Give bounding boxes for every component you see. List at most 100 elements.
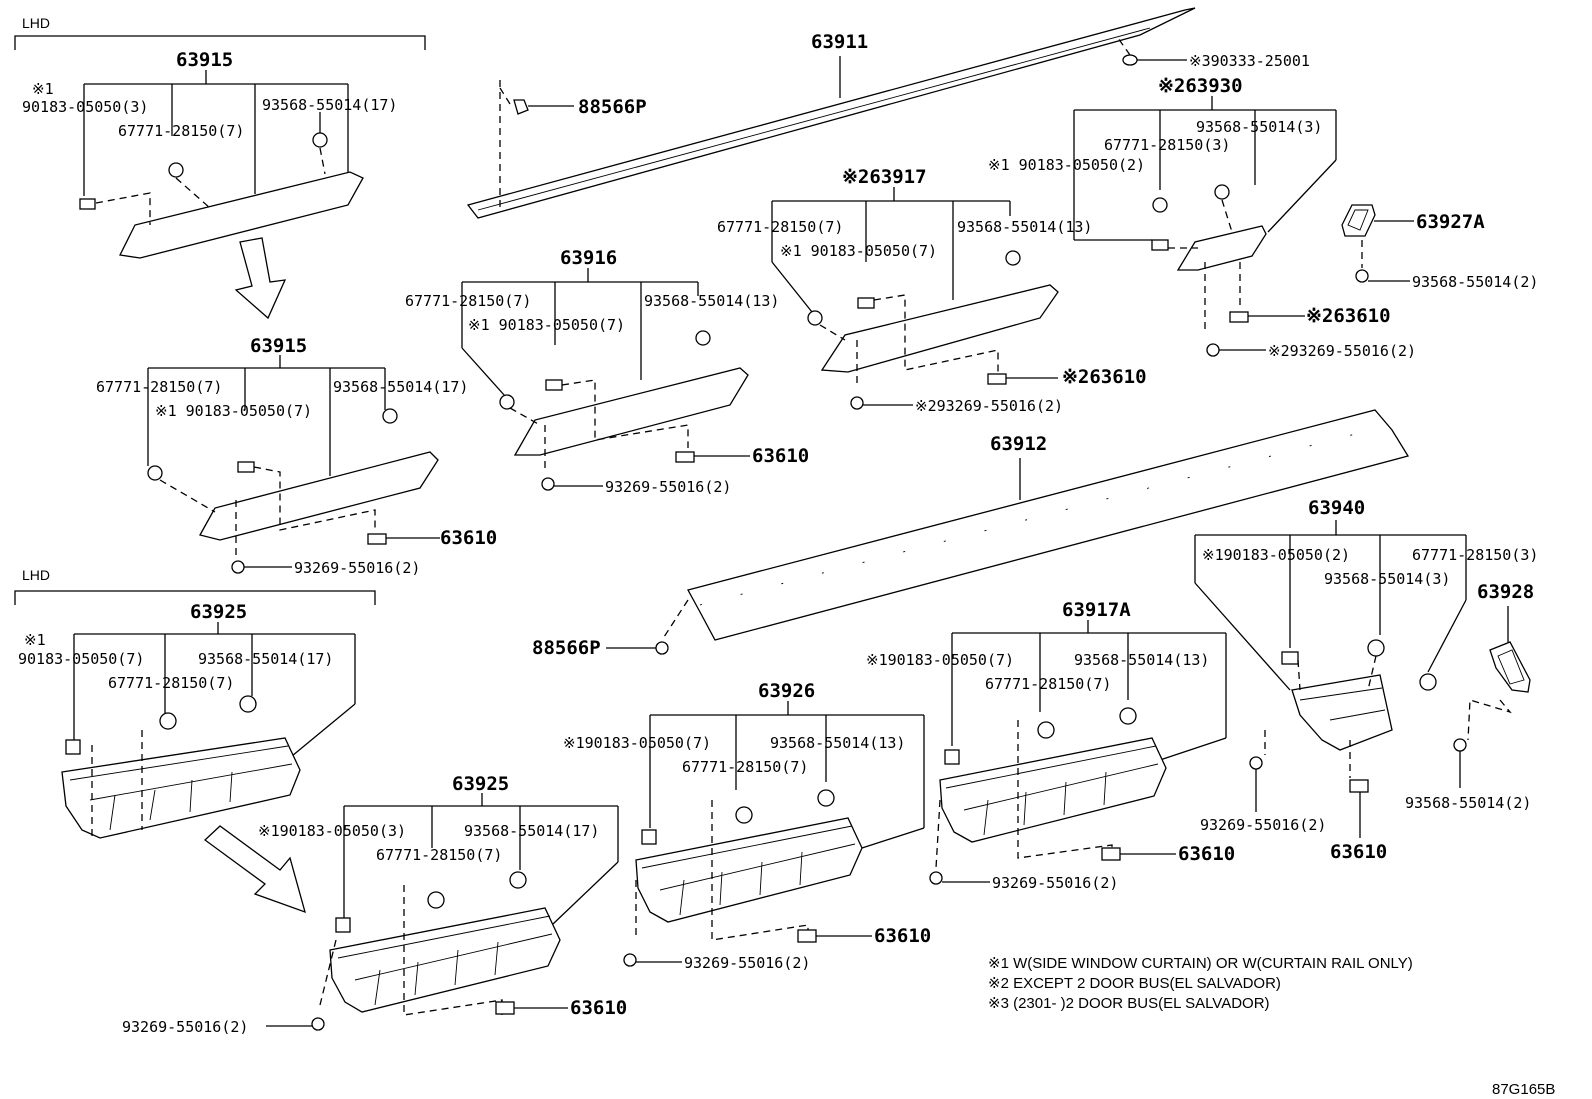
- clip-390333: [1122, 54, 1138, 66]
- assembly-63917: ※263917 67771-28150(7) ※1 90183-05050(7)…: [717, 166, 1147, 415]
- part-90183-lower: 90183-05050(7): [18, 650, 144, 668]
- screw-93568-63916: [695, 330, 711, 346]
- part-88566p-a: 88566P: [578, 96, 647, 118]
- part-93568-63927a: 93568-55014(2): [1412, 273, 1538, 291]
- assembly-63930: ※263930 67771-28150(3) ※1 90183-05050(2)…: [988, 75, 1416, 360]
- part-67771-63917a: 67771-28150(7): [985, 675, 1111, 693]
- clip-67771-b: [427, 891, 445, 909]
- figure-code: 87G165B: [1492, 1081, 1555, 1098]
- screw-93568-lower: [239, 695, 257, 713]
- part-63610-b: 63610: [570, 997, 627, 1019]
- part-90183-63930: ※1 90183-05050(2): [988, 156, 1145, 174]
- screw-93568-63917a: [1119, 707, 1137, 725]
- part-93568-63928: 93568-55014(2): [1405, 794, 1531, 812]
- part-93568-63926: 93568-55014(13): [770, 734, 905, 752]
- rail-63911: [466, 7, 1196, 219]
- mark-1-lower: ※1: [24, 631, 46, 649]
- clip-90183-top: [79, 198, 96, 210]
- lhd-group-bottom: LHD: [14, 567, 376, 605]
- screw-93568-63917: [1005, 250, 1021, 266]
- lhd-label-bottom: LHD: [22, 567, 50, 583]
- part-63610-63926: 63610: [874, 925, 931, 947]
- bracket-63925-b: [329, 907, 561, 1013]
- part-93568-63917a: 93568-55014(13): [1074, 651, 1209, 669]
- clip-63610-63930: [1229, 311, 1249, 323]
- clip-67771-63917: [807, 310, 823, 326]
- clip-90183-63940: [1281, 651, 1299, 665]
- screw-93568-mid: [382, 408, 398, 424]
- part-93269-b: 93269-55016(2): [122, 1018, 248, 1036]
- part-63927a: 63927A: [1416, 211, 1485, 233]
- bracket-63917a: [939, 737, 1167, 843]
- assembly-63926: 63926 ※190183-05050(7) 67771-28150(7) 93…: [563, 680, 931, 972]
- part-93568-mid: 93568-55014(17): [333, 378, 468, 396]
- part-93269-63926: 93269-55016(2): [684, 954, 810, 972]
- assembly-63916: 63916 67771-28150(7) ※1 90183-05050(7) 9…: [405, 247, 809, 496]
- part-90183-63917: ※1 90183-05050(7): [780, 242, 937, 260]
- clip-63610-63917a: [1101, 847, 1121, 861]
- screw-93568-b: [509, 871, 527, 889]
- lhd-label-top: LHD: [22, 15, 50, 31]
- part-93269-63940: 93269-55016(2): [1200, 816, 1326, 834]
- screw-93269-b: [311, 1017, 325, 1031]
- clip-90183-lower: [65, 739, 81, 755]
- part-63610-63917: ※263610: [1062, 366, 1147, 388]
- part-63940-title: 63940: [1308, 497, 1365, 519]
- clip-90183-63916: [545, 379, 563, 391]
- clip-90183-mid: [237, 461, 255, 473]
- part-93568-top: 93568-55014(17): [262, 96, 397, 114]
- clip-90183-63917a: [944, 749, 960, 765]
- part-93568-b: 93568-55014(17): [464, 822, 599, 840]
- assembly-63917a: 63917A ※190183-05050(7) 67771-28150(7) 9…: [866, 599, 1235, 892]
- cap-63928: [1489, 641, 1531, 693]
- clip-67771-63930: [1152, 197, 1168, 213]
- screw-93269-63917a: [929, 871, 943, 885]
- clip-67771-63940: [1419, 673, 1437, 691]
- clip-63610-mid: [367, 533, 387, 545]
- part-390333: ※390333-25001: [1189, 52, 1310, 70]
- screw-63928: [1453, 738, 1467, 752]
- note-3: ※3 (2301- )2 DOOR BUS(EL SALVADOR): [988, 995, 1270, 1012]
- part-63925-b-title: 63925: [452, 773, 509, 795]
- assembly-63928: 63928 93568-55014(2): [1405, 581, 1534, 812]
- part-63930-title: ※263930: [1158, 75, 1243, 97]
- clip-88566p-b: [655, 641, 669, 655]
- screw-93269-63926: [623, 953, 637, 967]
- part-93269-63917: ※293269-55016(2): [915, 397, 1063, 415]
- clip-63610-63917: [987, 373, 1007, 385]
- assembly-63912: 63912 88566P: [532, 409, 1410, 659]
- clip-67771-63917a: [1037, 721, 1055, 739]
- moulding-63915-mid: [199, 451, 439, 541]
- part-63928-title: 63928: [1477, 581, 1534, 603]
- screw-93269-mid: [231, 560, 245, 574]
- part-63610-63930: ※263610: [1306, 305, 1391, 327]
- part-93568-lower: 93568-55014(17): [198, 650, 333, 668]
- screw-93269-63940: [1249, 756, 1263, 770]
- assembly-63925-lower-b: 63925 ※190183-05050(3) 67771-28150(7) 93…: [122, 773, 627, 1036]
- part-90183-63917a: ※190183-05050(7): [866, 651, 1014, 669]
- panel-63912: [687, 409, 1410, 641]
- part-93269-63930: ※293269-55016(2): [1268, 342, 1416, 360]
- part-90183-63926: ※190183-05050(7): [563, 734, 711, 752]
- assembly-63915-mid: 63915 67771-28150(7) ※1 90183-05050(7) 9…: [96, 335, 497, 577]
- screw-93568-63940: [1367, 639, 1385, 657]
- clip-67771-lower: [159, 712, 177, 730]
- assembly-63940: 63940 ※190183-05050(2) 67771-28150(3) 93…: [1194, 497, 1538, 863]
- moulding-63930: [1176, 225, 1267, 271]
- assembly-63915-top: 63915 ※1 90183-05050(3) 67771-28150(7) 9…: [22, 49, 397, 259]
- part-90183-mid: ※1 90183-05050(7): [155, 402, 312, 420]
- screw-93568-63926: [817, 789, 835, 807]
- part-63610-mid: 63610: [440, 527, 497, 549]
- part-93568-63917: 93568-55014(13): [957, 218, 1092, 236]
- clip-90183-63930: [1151, 239, 1169, 251]
- part-67771-63926: 67771-28150(7): [682, 758, 808, 776]
- clip-67771-top: [168, 162, 184, 178]
- part-63915-top-title: 63915: [176, 49, 233, 71]
- bracket-63926: [635, 817, 863, 923]
- part-63917a-title: 63917A: [1062, 599, 1131, 621]
- part-67771-63930: 67771-28150(3): [1104, 136, 1230, 154]
- part-63916-title: 63916: [560, 247, 617, 269]
- part-90183-top: 90183-05050(3): [22, 98, 148, 116]
- clip-90183-63917: [857, 297, 875, 309]
